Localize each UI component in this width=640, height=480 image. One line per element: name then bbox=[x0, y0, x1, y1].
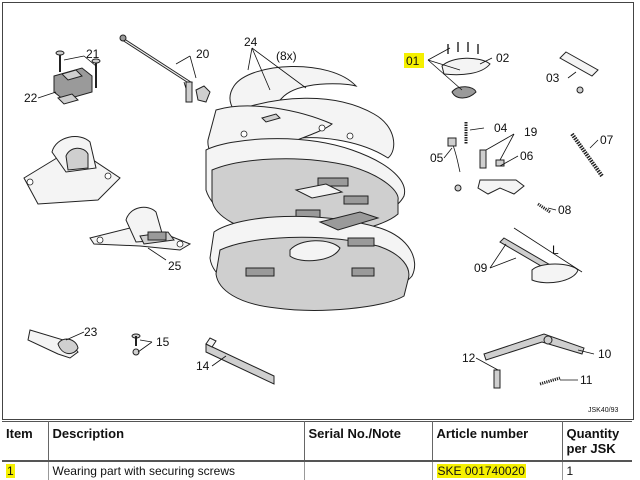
row-quantity: 1 bbox=[566, 464, 574, 478]
callout-09: 09 bbox=[474, 261, 488, 275]
callout-21: 21 bbox=[86, 47, 100, 61]
part-03-pad bbox=[559, 51, 599, 94]
table-row: 1 Wearing part with securing screws SKE … bbox=[2, 461, 632, 480]
row-description: Wearing part with securing screws bbox=[48, 461, 305, 480]
row-item-cell: 1 bbox=[2, 461, 49, 480]
callout-06: 06 bbox=[520, 149, 534, 163]
callout-04: 04 bbox=[494, 121, 508, 135]
part-20-bolt bbox=[119, 34, 211, 103]
drawing-reference: JSK40/93 bbox=[588, 407, 618, 414]
bearing-bracket bbox=[23, 136, 121, 205]
callout-10: 10 bbox=[598, 347, 612, 361]
header-item: Item bbox=[2, 421, 49, 461]
callout-19: 19 bbox=[524, 125, 538, 139]
header-serial-note: Serial No./Note bbox=[304, 421, 433, 461]
callout-03: 03 bbox=[546, 71, 560, 85]
callout-01: 01 bbox=[406, 54, 420, 68]
callout-12: 12 bbox=[462, 351, 476, 365]
callout-20: 20 bbox=[196, 47, 210, 61]
part-21-22-clamp bbox=[53, 50, 101, 105]
row-serial-note bbox=[304, 461, 433, 480]
callout-11: 11 bbox=[580, 373, 593, 387]
callout-14: 14 bbox=[196, 359, 210, 373]
header-article-number: Article number bbox=[432, 421, 563, 461]
callout-24-quantity: (8x) bbox=[276, 49, 297, 63]
callout-25: 25 bbox=[168, 259, 182, 273]
dimension-l-label: L bbox=[552, 243, 559, 257]
callout-23: 23 bbox=[84, 325, 98, 339]
callout-24: 24 bbox=[244, 35, 258, 49]
part-14-rail bbox=[205, 337, 275, 385]
part-01-wear-part bbox=[441, 42, 491, 99]
header-description: Description bbox=[48, 421, 305, 461]
callout-labels: 01 02 03 04 05 06 07 08 09 10 11 12 14 1… bbox=[24, 35, 618, 414]
part-15-screw bbox=[131, 333, 141, 356]
header-quantity: Quantity per JSK bbox=[566, 426, 620, 456]
part-08-spring bbox=[537, 202, 551, 214]
part-06-19-lock bbox=[477, 149, 525, 195]
row-article-number: SKE 001740020 bbox=[436, 464, 526, 478]
fifth-wheel-base bbox=[209, 211, 416, 311]
callout-15: 15 bbox=[156, 335, 170, 349]
callout-01-highlight bbox=[404, 53, 424, 68]
callout-08: 08 bbox=[558, 203, 572, 217]
callout-02: 02 bbox=[496, 51, 510, 65]
row-article-cell: SKE 001740020 bbox=[432, 461, 563, 480]
part-25-bearing-block bbox=[89, 206, 192, 251]
part-09-handle bbox=[499, 227, 583, 284]
exploded-parts-diagram: 01 02 03 04 05 06 07 08 09 10 11 12 14 1… bbox=[23, 34, 618, 414]
parts-table-header: Item Description Serial No./Note Article… bbox=[2, 421, 632, 461]
callout-07: 07 bbox=[600, 133, 614, 147]
row-item: 1 bbox=[6, 464, 15, 478]
callout-05: 05 bbox=[430, 151, 444, 165]
callout-22: 22 bbox=[24, 91, 38, 105]
leader-lines bbox=[37, 47, 599, 381]
part-23-lever bbox=[27, 329, 79, 359]
part-10-11-12-lever bbox=[483, 333, 585, 389]
part-07-spring bbox=[570, 132, 604, 178]
parts-table: Item Description Serial No./Note Article… bbox=[2, 421, 632, 480]
part-05-sensor bbox=[447, 137, 462, 192]
